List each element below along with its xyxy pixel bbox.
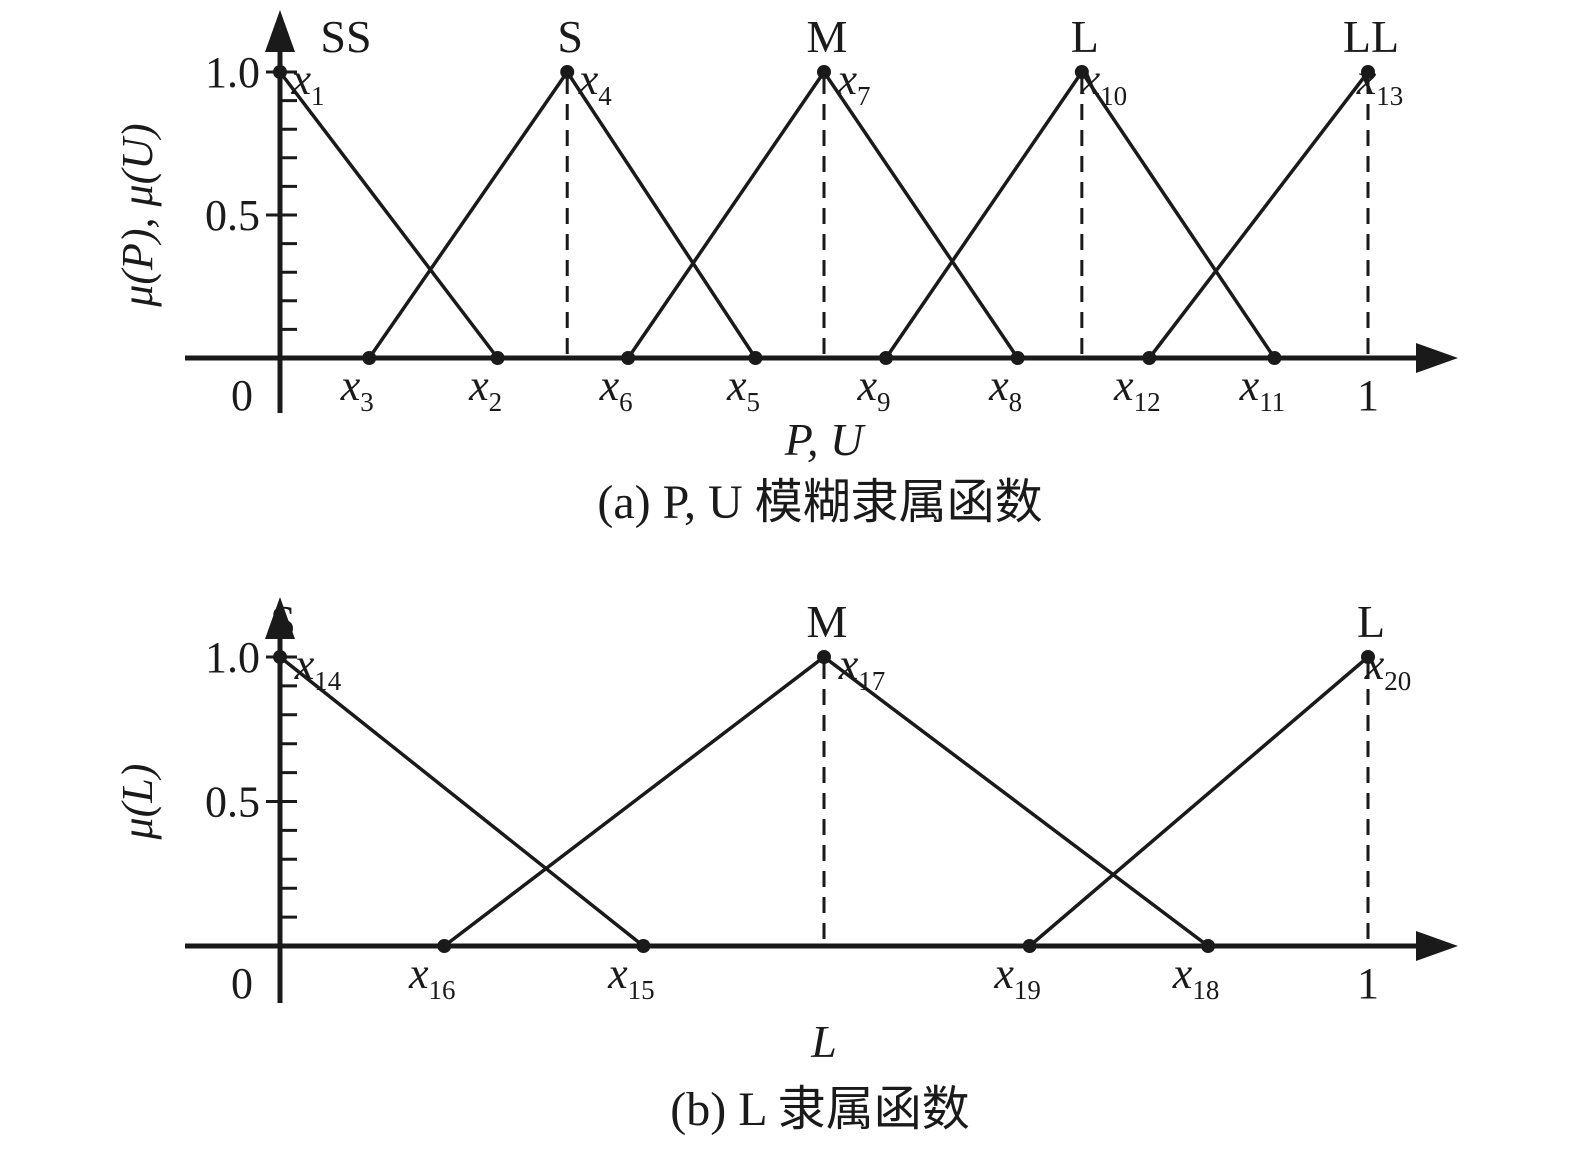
foot-point-label: x18	[1172, 949, 1220, 1005]
foot-point-label: x5	[726, 361, 760, 417]
set-name-label: M	[807, 596, 848, 647]
breakpoint-marker	[273, 65, 287, 79]
y-tick-label: 1.0	[205, 633, 260, 682]
foot-point-label: x16	[408, 949, 456, 1005]
set-name-label: S	[557, 11, 583, 62]
set-name-label: S	[270, 596, 296, 647]
breakpoint-marker	[1361, 65, 1375, 79]
breakpoint-marker	[636, 939, 651, 953]
foot-point-label: x19	[993, 949, 1041, 1005]
membership-set-s	[278, 655, 645, 948]
foot-point-label: x3	[340, 361, 374, 417]
breakpoint-marker	[1361, 650, 1375, 664]
breakpoint-marker	[748, 351, 763, 365]
breakpoint-marker	[1022, 939, 1037, 953]
breakpoint-marker	[362, 351, 377, 365]
y-axis-title: μ(L)	[113, 764, 162, 841]
breakpoint-marker	[437, 939, 452, 953]
membership-set-s	[367, 68, 757, 359]
peak-point-label: x10	[1080, 55, 1128, 111]
membership-set-m	[443, 654, 1210, 948]
foot-point-label: x11	[1239, 361, 1286, 417]
x-axis-title: P, U	[784, 414, 866, 465]
breakpoint-marker	[879, 351, 894, 365]
breakpoint-marker	[817, 650, 831, 664]
peak-point-label: x14	[294, 640, 342, 696]
membership-set-ll	[1147, 70, 1370, 360]
breakpoint-marker	[1142, 351, 1157, 365]
breakpoint-marker	[1267, 351, 1282, 365]
peak-point-label: x13	[1356, 55, 1404, 111]
membership-set-l	[884, 68, 1276, 359]
set-name-label: L	[1357, 596, 1385, 647]
x-end-label: 1	[1357, 371, 1379, 420]
foot-point-label: x8	[988, 361, 1022, 417]
origin-label: 0	[231, 959, 253, 1008]
y-tick-label: 0.5	[205, 191, 260, 240]
breakpoint-marker	[273, 650, 287, 664]
breakpoint-marker	[621, 351, 636, 365]
peak-point-label: x4	[578, 55, 613, 111]
y-axis-arrow	[265, 597, 295, 639]
foot-point-label: x12	[1113, 361, 1161, 417]
y-axis-arrow	[265, 10, 295, 52]
y-tick-label: 1.0	[205, 48, 260, 97]
breakpoint-marker	[1201, 939, 1216, 953]
x-axis-arrow	[1416, 931, 1458, 961]
peak-point-label: x20	[1364, 640, 1412, 696]
foot-point-label: x6	[599, 361, 633, 417]
y-axis-title: μ(P), μ(U)	[113, 123, 162, 307]
panel-caption: (a) P, U 模糊隶属函数	[597, 476, 1042, 529]
breakpoint-marker	[490, 351, 505, 365]
membership-set-ss	[278, 70, 499, 360]
x-axis-arrow	[1416, 343, 1458, 373]
foot-point-label: x9	[857, 361, 891, 417]
peak-point-label: x17	[838, 640, 886, 696]
membership-set-l	[1028, 655, 1370, 948]
panel-caption: (b) L 隶属函数	[670, 1083, 970, 1136]
y-tick-label: 0.5	[205, 778, 260, 827]
set-name-label: SS	[320, 11, 371, 62]
set-name-label: M	[807, 11, 848, 62]
foot-point-label: x2	[468, 361, 502, 417]
breakpoint-marker	[817, 65, 831, 79]
peak-point-label: x1	[290, 55, 324, 111]
peak-point-label: x7	[836, 55, 870, 111]
x-axis-title: L	[810, 1016, 837, 1067]
breakpoint-marker	[560, 65, 575, 79]
set-name-label: LL	[1343, 11, 1399, 62]
breakpoint-marker	[1074, 65, 1089, 79]
set-name-label: L	[1071, 11, 1099, 62]
foot-point-label: x15	[607, 949, 655, 1005]
x-end-label: 1	[1357, 959, 1379, 1008]
origin-label: 0	[231, 371, 253, 420]
breakpoint-marker	[1010, 351, 1025, 365]
